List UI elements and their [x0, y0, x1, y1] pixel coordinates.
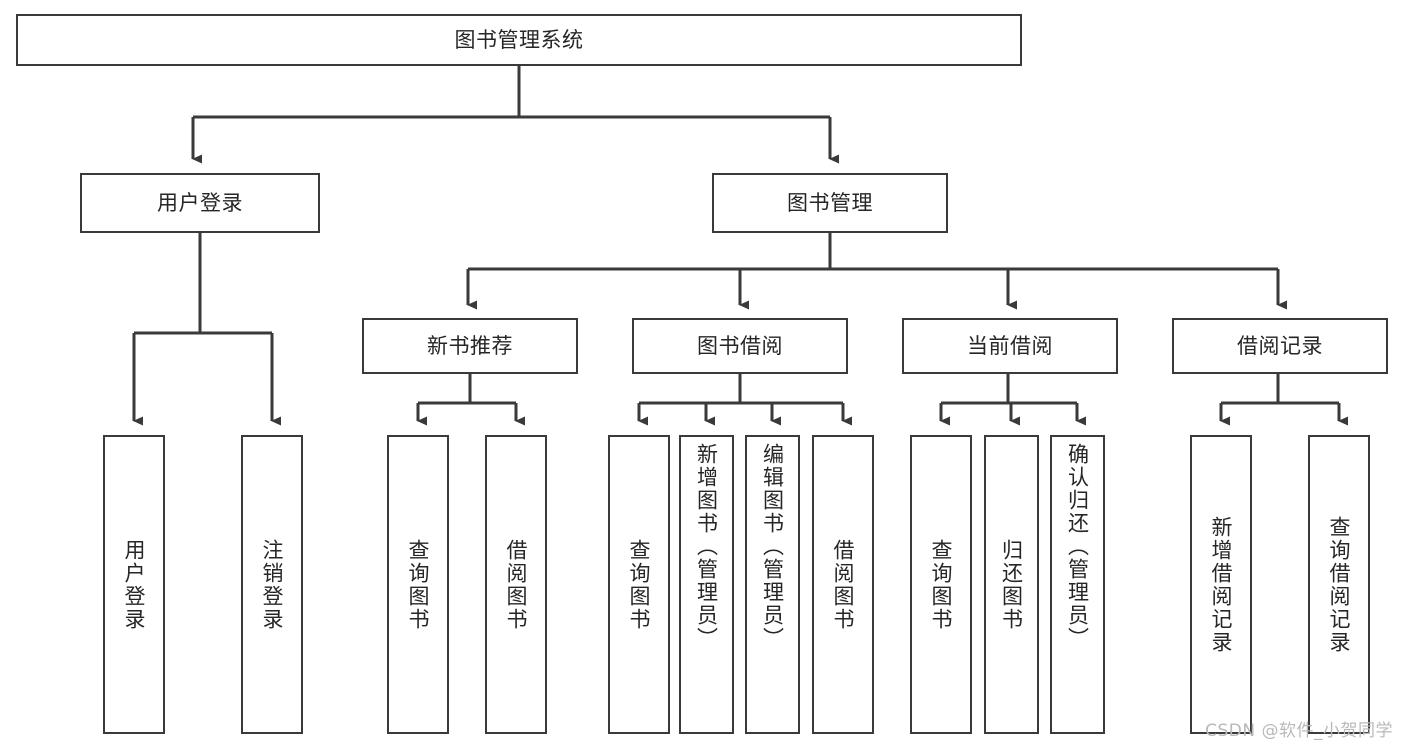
node-leaf-logout[interactable]: 注销登录	[241, 435, 303, 734]
node-leaf-query-book-nbr[interactable]: 查询图书	[387, 435, 449, 734]
node-current-borrow-label: 当前借阅	[967, 333, 1053, 358]
node-leaf-query-borrow-record[interactable]: 查询借阅记录	[1308, 435, 1370, 734]
node-leaf-add-book-admin-label: 新增图书（管理员）	[694, 443, 719, 650]
node-leaf-user-login-label: 用户登录	[122, 538, 147, 631]
node-leaf-confirm-return-admin[interactable]: 确认归还（管理员）	[1050, 435, 1105, 734]
node-book-borrow-label: 图书借阅	[697, 333, 783, 358]
node-leaf-borrow-book-bb[interactable]: 借阅图书	[812, 435, 874, 734]
node-leaf-borrow-book-nbr-label: 借阅图书	[504, 538, 529, 631]
node-leaf-query-book-cb-label: 查询图书	[929, 538, 954, 631]
node-leaf-add-borrow-record-label: 新增借阅记录	[1209, 515, 1234, 654]
node-leaf-query-book-bb-label: 查询图书	[627, 538, 652, 631]
node-leaf-query-book-cb[interactable]: 查询图书	[910, 435, 972, 734]
node-leaf-user-login[interactable]: 用户登录	[103, 435, 165, 734]
node-user-login[interactable]: 用户登录	[80, 173, 320, 233]
node-root-system[interactable]: 图书管理系统	[16, 14, 1022, 66]
node-leaf-return-book-label: 归还图书	[999, 538, 1024, 631]
node-book-borrow[interactable]: 图书借阅	[632, 318, 848, 374]
node-book-management-label: 图书管理	[787, 190, 873, 215]
node-borrow-record[interactable]: 借阅记录	[1172, 318, 1388, 374]
node-leaf-add-book-admin[interactable]: 新增图书（管理员）	[679, 435, 734, 734]
node-book-management[interactable]: 图书管理	[712, 173, 948, 233]
node-leaf-confirm-return-admin-label: 确认归还（管理员）	[1065, 443, 1090, 650]
node-new-book-recommend-label: 新书推荐	[427, 333, 513, 358]
node-leaf-borrow-book-nbr[interactable]: 借阅图书	[485, 435, 547, 734]
node-leaf-query-book-nbr-label: 查询图书	[406, 538, 431, 631]
node-root-label: 图书管理系统	[454, 27, 584, 52]
node-leaf-query-book-bb[interactable]: 查询图书	[608, 435, 670, 734]
node-leaf-edit-book-admin-label: 编辑图书（管理员）	[760, 443, 785, 650]
node-leaf-edit-book-admin[interactable]: 编辑图书（管理员）	[745, 435, 800, 734]
node-leaf-logout-label: 注销登录	[260, 538, 285, 631]
node-borrow-record-label: 借阅记录	[1237, 333, 1323, 358]
node-user-login-label: 用户登录	[157, 190, 243, 215]
node-leaf-add-borrow-record[interactable]: 新增借阅记录	[1190, 435, 1252, 734]
node-leaf-return-book[interactable]: 归还图书	[984, 435, 1039, 734]
node-new-book-recommend[interactable]: 新书推荐	[362, 318, 578, 374]
node-leaf-borrow-book-bb-label: 借阅图书	[831, 538, 856, 631]
node-current-borrow[interactable]: 当前借阅	[902, 318, 1118, 374]
node-leaf-query-borrow-record-label: 查询借阅记录	[1327, 515, 1352, 654]
